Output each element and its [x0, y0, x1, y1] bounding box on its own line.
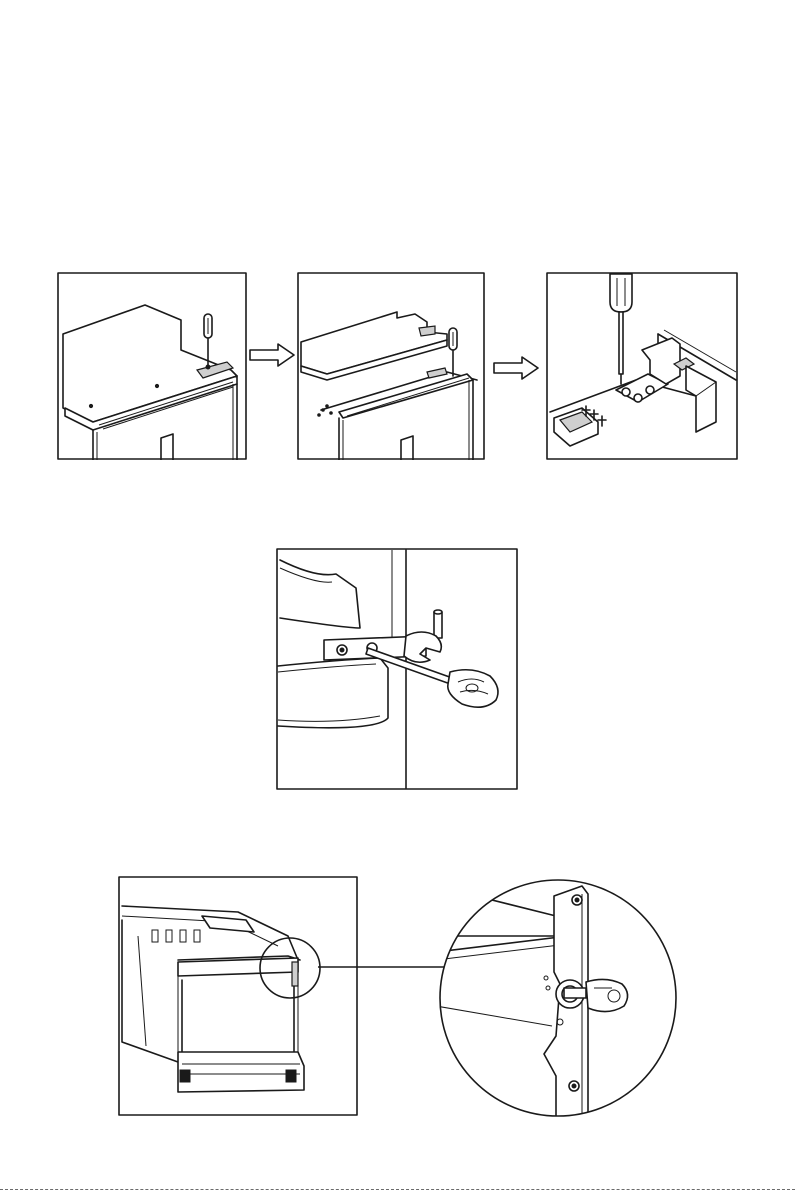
step-5-detail-illustration: [436, 876, 680, 1120]
step-5-illustration: [118, 876, 358, 1116]
detail-connector: [318, 964, 444, 970]
step-4-illustration: [276, 548, 518, 790]
wrench-icon: [404, 632, 441, 662]
step-3-illustration: [546, 272, 738, 460]
magnifier-circle-icon: [436, 886, 628, 1120]
page-bottom-rule: [0, 1189, 795, 1190]
step-2-illustration: [297, 272, 485, 460]
screwdriver-icon: [449, 328, 457, 376]
arrow-right-icon: [492, 355, 540, 381]
step-1-illustration: [57, 272, 247, 460]
screwdriver-icon: [366, 648, 498, 707]
screwdriver-icon: [610, 274, 632, 384]
arrow-right-icon: [248, 342, 296, 368]
